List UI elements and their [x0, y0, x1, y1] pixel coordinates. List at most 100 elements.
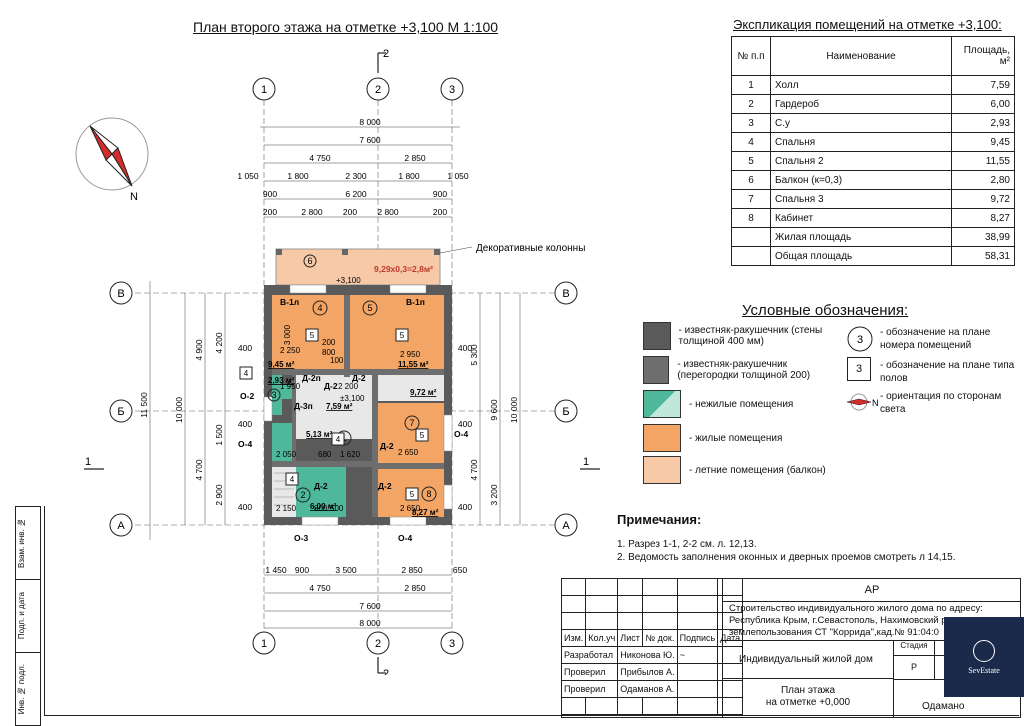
dim-bottom-2: 900	[295, 565, 309, 575]
dim-left-4: 4 200	[214, 332, 224, 354]
sevestate-logo: SevEstate	[944, 617, 1024, 697]
room-2-area: 6,00 м²	[310, 502, 337, 511]
dim-right-7: 400	[458, 419, 472, 429]
axis-a-right: А	[562, 520, 570, 532]
dim-left-5: 4 700	[194, 459, 204, 481]
cell-num: 5	[731, 151, 771, 171]
window-o2: О-2	[240, 391, 254, 401]
dim-bottom-1: 1 450	[265, 565, 287, 575]
door-d2p: Д-2п	[302, 373, 321, 383]
side-stamp-3: Инв. № подл.	[17, 663, 26, 715]
inner-dim-5: 3 000	[283, 324, 292, 345]
inner-dim-9: 800	[314, 504, 328, 513]
door-d2-a: Д-2	[324, 381, 338, 391]
axis-v-right: В	[562, 288, 569, 300]
legend-title: Условные обозначения:	[742, 302, 909, 319]
section-mark-right: 1	[583, 456, 589, 468]
stage-value: Р	[894, 655, 935, 680]
inner-dim-12: 1 950	[280, 382, 301, 391]
floor-type-4: 4	[336, 435, 341, 444]
dim-left-1: 11 500	[139, 392, 149, 418]
inner-dim-13: 2 200	[338, 382, 359, 391]
legend-sym1-text: - обозначение на плане номера помещений	[880, 327, 991, 351]
room-8-num: 8	[426, 489, 431, 499]
cell-name: Балкон (к=0,3)	[770, 170, 952, 190]
cell-name: Кабинет	[770, 208, 952, 228]
col-list: Лист	[617, 629, 644, 647]
cell-num: 8	[731, 208, 771, 228]
legend-swatch	[643, 424, 681, 452]
room-1-area: 7,59 м²	[326, 402, 353, 411]
floor-type-2: 5	[400, 331, 405, 340]
legend-swatch	[643, 356, 670, 384]
dim-top-10: 900	[263, 189, 277, 199]
cell-name: Спальня 3	[770, 189, 952, 209]
legend-text: - летние помещения (балкон)	[689, 464, 826, 476]
dim-right-1: 10 000	[509, 397, 519, 423]
dim-top-1: 8 000	[359, 117, 381, 127]
dim-bottom-4: 2 850	[401, 565, 423, 575]
total-label: Общая площадь	[770, 246, 952, 266]
cell-area: 9,72	[951, 189, 1015, 209]
legend-sym3-text: - ориентация по сторонам света	[880, 391, 1002, 415]
door-d2-c: Д-2	[380, 441, 394, 451]
section-mark-bottom: 2	[383, 668, 389, 675]
room-6-num: 6	[307, 256, 312, 266]
dim-left-7: 1 500	[214, 424, 224, 446]
door-d3p: Д-3п	[294, 401, 313, 411]
section-mark-left: 1	[85, 456, 91, 468]
room-4-area: 9,45 м²	[268, 360, 295, 369]
axis-v-left: В	[117, 288, 124, 300]
inner-dim-16: 680	[318, 450, 332, 459]
dim-top-12: 900	[433, 189, 447, 199]
dim-left-8: 400	[238, 343, 252, 353]
dim-top-17: 200	[433, 207, 447, 217]
cell-name: Холл	[770, 75, 952, 95]
cell-name: Спальня	[770, 132, 952, 152]
legend-text: - нежилые помещения	[689, 398, 794, 410]
axis-1-top: 1	[261, 84, 267, 96]
floor-type-symbol: 3	[847, 357, 871, 381]
dim-top-8: 1 800	[398, 171, 420, 181]
dim-right-2: 9 600	[489, 399, 499, 421]
checked-label: Проверил	[560, 663, 619, 681]
room-7-num: 7	[409, 418, 414, 428]
axis-a-left: А	[117, 520, 125, 532]
dim-bottom-9: 8 000	[359, 618, 381, 628]
axis-2-bottom: 2	[375, 638, 381, 650]
dim-top-4: 2 850	[404, 153, 426, 163]
col-date: Дата	[717, 629, 744, 647]
floor-type-6: 5	[420, 431, 425, 440]
window-v1p: В-1п	[406, 297, 425, 307]
checked2-name: Одаманов А.	[617, 680, 678, 698]
legend-swatch	[643, 322, 671, 350]
cell-name: Гардероб	[770, 94, 952, 114]
dim-left-2: 10 000	[174, 397, 184, 423]
section-mark-top: 2	[383, 48, 389, 60]
floor-plan: 1 2 3 1 2 3 В Б А В Б А 2 2 1 1	[84, 48, 600, 675]
dim-top-15: 200	[343, 207, 357, 217]
dim-left-6: 2 900	[214, 484, 224, 506]
axis-3-bottom: 3	[449, 638, 455, 650]
legend-item: - жилые помещения	[643, 424, 843, 452]
dim-top-13: 200	[263, 207, 277, 217]
cell-name: Спальня 2	[770, 151, 952, 171]
legend-sym2-text: - обозначение на плане типа полов	[880, 360, 1015, 384]
col-name: Наименование	[770, 36, 952, 76]
title-block-drawing: План этажа на отметке +0,000	[722, 679, 894, 717]
inner-dim-8: 2 150	[276, 504, 297, 513]
inner-dim-1: 2 250	[280, 346, 301, 355]
checked2-label: Проверил	[560, 680, 619, 698]
dim-right-5: 3 200	[489, 484, 499, 506]
inner-dim-11: 2 650	[400, 504, 421, 513]
room-7-area: 9,72 м²	[410, 388, 437, 397]
dim-left-10: 400	[238, 502, 252, 512]
cell-num: 3	[731, 113, 771, 133]
room-number-symbol: 3	[847, 326, 873, 352]
developed-name: Никонова Ю.	[617, 646, 678, 664]
axis-b-right: Б	[562, 406, 569, 418]
